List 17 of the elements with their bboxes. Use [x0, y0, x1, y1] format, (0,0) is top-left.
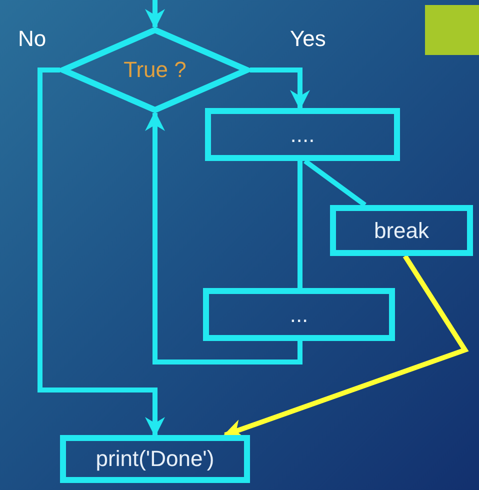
arrow: [145, 0, 165, 29]
statement-text: ....: [290, 122, 315, 148]
statement-text: print('Done'): [96, 446, 214, 472]
condition-text: True ?: [124, 57, 186, 83]
process-box: [205, 108, 400, 161]
arrow: [250, 68, 310, 110]
arrow: [145, 111, 302, 364]
edge-label: No: [18, 26, 46, 52]
statement-text: ...: [290, 302, 308, 328]
arrow: [38, 68, 165, 437]
process-box: [203, 288, 395, 341]
process-box: [330, 205, 473, 256]
connector-line: [298, 161, 302, 288]
edge-label: Yes: [290, 26, 326, 52]
connector-line: [304, 158, 366, 208]
process-box: [60, 435, 250, 483]
statement-text: break: [374, 218, 430, 244]
